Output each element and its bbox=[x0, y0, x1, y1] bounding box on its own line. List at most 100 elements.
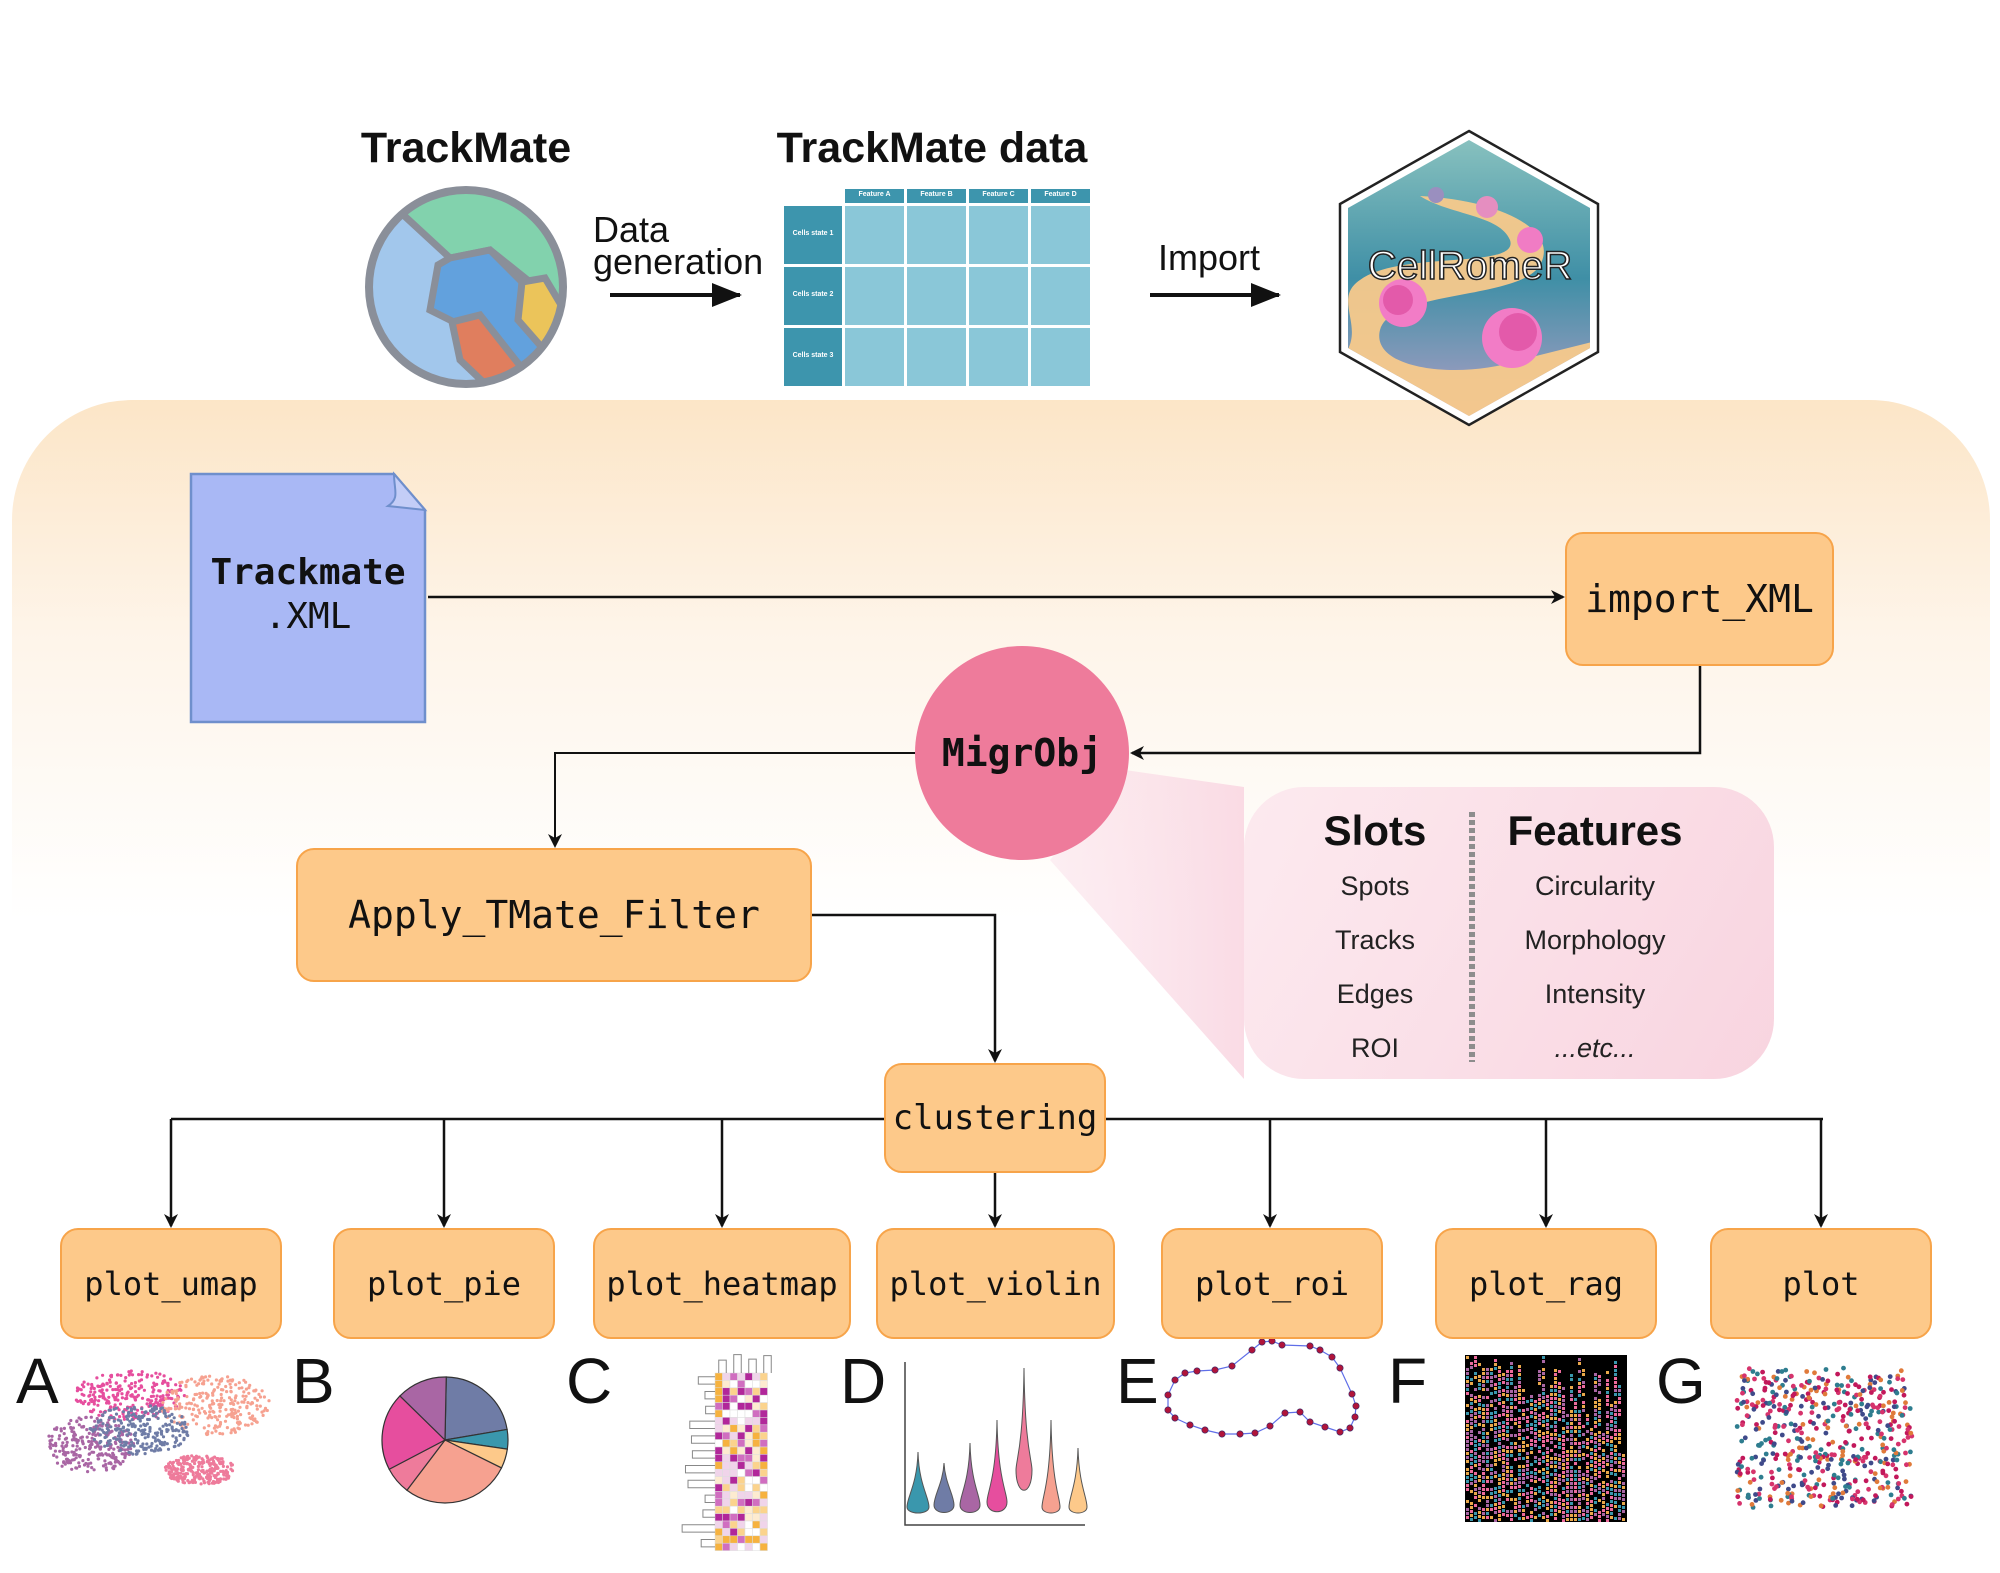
raster-cell bbox=[1482, 1440, 1485, 1443]
umap-point bbox=[173, 1403, 178, 1407]
raster-cell bbox=[1618, 1509, 1621, 1512]
raster-cell bbox=[1518, 1477, 1521, 1480]
umap-point bbox=[210, 1382, 214, 1386]
raster-cell bbox=[1526, 1456, 1529, 1459]
table-cell bbox=[907, 328, 966, 386]
umap-point bbox=[161, 1379, 165, 1383]
umap-point bbox=[111, 1466, 115, 1470]
track-point bbox=[1878, 1459, 1883, 1465]
raster-cell bbox=[1570, 1386, 1573, 1389]
slots-column: Slots Spots Tracks Edges ROI bbox=[1300, 787, 1450, 1075]
raster-cell bbox=[1498, 1458, 1501, 1461]
raster-cell bbox=[1598, 1411, 1601, 1414]
raster-cell bbox=[1610, 1496, 1613, 1499]
umap-point bbox=[235, 1414, 239, 1418]
trackmate-xml-file[interactable]: Trackmate .XML bbox=[191, 474, 425, 722]
raster-cell bbox=[1506, 1370, 1509, 1373]
apply-tmate-filter-box[interactable]: Apply_TMate_Filter bbox=[296, 848, 812, 982]
track-point bbox=[1740, 1390, 1745, 1396]
raster-cell bbox=[1550, 1437, 1553, 1440]
plot-roi-box[interactable]: plot_roi bbox=[1161, 1228, 1383, 1339]
umap-point bbox=[189, 1480, 193, 1484]
track-point bbox=[1755, 1371, 1760, 1377]
raster-cell bbox=[1542, 1360, 1545, 1363]
heatmap-cell bbox=[722, 1417, 731, 1426]
umap-point bbox=[172, 1467, 176, 1471]
heatmap-cell bbox=[714, 1372, 723, 1381]
umap-point bbox=[122, 1417, 126, 1421]
raster-cell bbox=[1466, 1508, 1469, 1511]
umap-point bbox=[237, 1381, 241, 1385]
track-point bbox=[1847, 1428, 1852, 1434]
umap-point bbox=[150, 1385, 155, 1389]
raster-cell bbox=[1610, 1504, 1613, 1507]
raster-cell bbox=[1582, 1433, 1585, 1436]
migrobj-node[interactable]: MigrObj bbox=[915, 646, 1129, 860]
umap-point bbox=[75, 1420, 79, 1424]
plot-rag-box[interactable]: plot_rag bbox=[1435, 1228, 1657, 1339]
raster-cell bbox=[1558, 1370, 1561, 1373]
raster-cell bbox=[1534, 1400, 1537, 1403]
heatmap-cell bbox=[714, 1424, 723, 1433]
heatmap-cell bbox=[759, 1387, 768, 1396]
raster-cell bbox=[1614, 1433, 1617, 1436]
raster-cell bbox=[1498, 1446, 1501, 1449]
track-point bbox=[1759, 1441, 1764, 1446]
raster-cell bbox=[1586, 1514, 1589, 1517]
raster-cell bbox=[1534, 1412, 1537, 1415]
raster-cell bbox=[1490, 1492, 1493, 1495]
raster-cell bbox=[1578, 1446, 1581, 1449]
raster-cell bbox=[1570, 1438, 1573, 1441]
track-point bbox=[1749, 1402, 1755, 1407]
plot-box[interactable]: plot bbox=[1710, 1228, 1932, 1339]
track-point bbox=[1889, 1502, 1895, 1507]
plot-heatmap-box[interactable]: plot_heatmap bbox=[593, 1228, 851, 1339]
raster-cell bbox=[1490, 1448, 1493, 1451]
raster-cell bbox=[1562, 1399, 1565, 1402]
raster-cell bbox=[1510, 1410, 1513, 1413]
umap-point bbox=[267, 1399, 271, 1403]
track-point bbox=[1857, 1392, 1863, 1397]
raster-cell bbox=[1510, 1374, 1513, 1377]
heatmap-cell bbox=[752, 1520, 761, 1529]
raster-cell bbox=[1538, 1458, 1541, 1461]
raster-cell bbox=[1522, 1513, 1525, 1516]
clustering-box[interactable]: clustering bbox=[884, 1063, 1106, 1173]
plot-umap-box[interactable]: plot_umap bbox=[60, 1228, 282, 1339]
plot-pie-box[interactable]: plot_pie bbox=[333, 1228, 555, 1339]
raster-cell bbox=[1558, 1482, 1561, 1485]
raster-cell bbox=[1518, 1409, 1521, 1412]
umap-point bbox=[135, 1451, 139, 1456]
umap-point bbox=[229, 1390, 233, 1394]
umap-point bbox=[106, 1439, 110, 1443]
umap-point bbox=[211, 1409, 215, 1413]
umap-point bbox=[119, 1421, 123, 1425]
raster-cell bbox=[1466, 1476, 1469, 1479]
raster-cell bbox=[1558, 1434, 1561, 1437]
umap-point bbox=[195, 1471, 200, 1475]
raster-cell bbox=[1494, 1375, 1497, 1378]
track-point bbox=[1770, 1389, 1776, 1395]
umap-point bbox=[190, 1454, 194, 1458]
heatmap-cell bbox=[737, 1535, 746, 1544]
track-point bbox=[1795, 1427, 1800, 1433]
raster-cell bbox=[1610, 1436, 1613, 1439]
raster-cell bbox=[1574, 1442, 1577, 1445]
dendrogram-branch bbox=[691, 1450, 715, 1459]
plot-violin-box[interactable]: plot_violin bbox=[876, 1228, 1115, 1339]
track-point bbox=[1800, 1394, 1805, 1399]
import-xml-box[interactable]: import_XML bbox=[1565, 532, 1834, 666]
umap-point bbox=[49, 1446, 53, 1450]
umap-point bbox=[206, 1459, 210, 1463]
raster-cell bbox=[1498, 1442, 1501, 1445]
heatmap-cell bbox=[722, 1387, 731, 1396]
raster-cell bbox=[1566, 1466, 1569, 1469]
heatmap-cell bbox=[714, 1498, 723, 1507]
raster-cell bbox=[1554, 1389, 1557, 1392]
raster-cell bbox=[1606, 1503, 1609, 1506]
raster-cell bbox=[1538, 1462, 1541, 1465]
raster-cell bbox=[1590, 1452, 1593, 1455]
raster-cell bbox=[1614, 1445, 1617, 1448]
raster-cell bbox=[1498, 1390, 1501, 1393]
heatmap-cell bbox=[759, 1446, 768, 1455]
